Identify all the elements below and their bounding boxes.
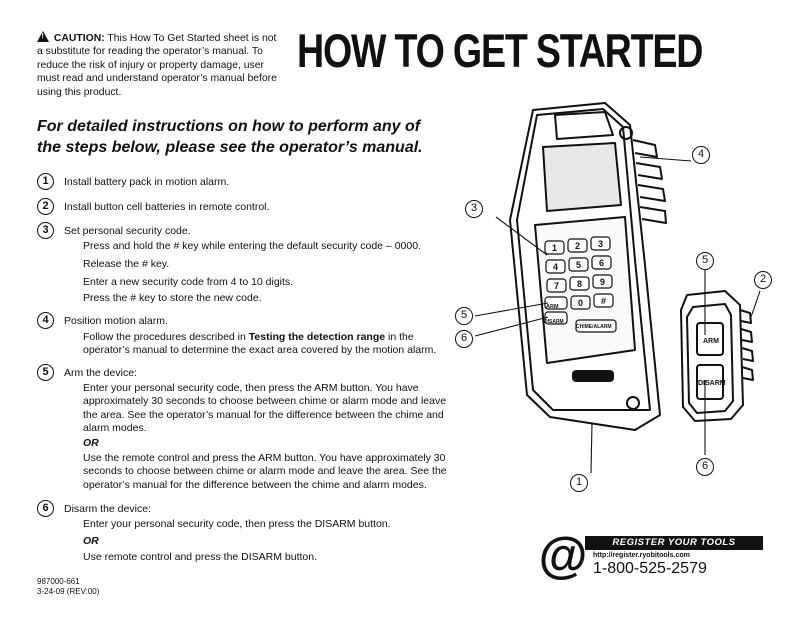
- step-text: Install button cell batteries in remote …: [64, 201, 270, 213]
- callout-5: 5: [455, 307, 473, 325]
- step-text: Position motion alarm.: [64, 315, 168, 327]
- step-text: Set personal security code.: [64, 225, 191, 237]
- keypad-key-label: 7: [554, 281, 559, 291]
- keypad-function-key: [575, 319, 617, 333]
- step-5-or: OR: [83, 437, 99, 449]
- step-6-paragraph: Use remote control and press the DISARM …: [83, 551, 318, 563]
- keypad-key: [592, 274, 613, 289]
- register-url: http://register.ryobitools.com: [593, 552, 690, 559]
- keypad-key: [567, 238, 588, 253]
- keypad-key: [569, 276, 590, 291]
- step-4-detail: Follow the procedures described in Testi…: [83, 331, 455, 358]
- step-5-paragraph: Use the remote control and press the ARM…: [83, 452, 447, 491]
- step-text: Arm the device:: [64, 367, 137, 379]
- step-5-paragraph: Enter your personal security code, then …: [83, 382, 447, 435]
- step-text: Disarm the device:: [64, 503, 151, 515]
- step-3-substep: Press the # key to store the new code.: [83, 292, 262, 304]
- step-number: 6: [37, 500, 54, 517]
- arm-key-label: ARM: [546, 304, 559, 310]
- disarm-key-label: DISARM: [544, 319, 564, 325]
- step-number: 1: [37, 173, 54, 190]
- keypad-key: [568, 257, 589, 272]
- step-6-or: OR: [83, 535, 99, 547]
- keypad-key-label: 0: [578, 298, 583, 308]
- register-label: REGISTER YOUR TOOLS: [585, 536, 763, 550]
- part-number: 987000-661: [37, 577, 80, 586]
- step-number: 3: [37, 222, 54, 239]
- keypad-key-label: 9: [600, 277, 605, 287]
- chime-alarm-key-label: CHIME/ALARM: [576, 324, 612, 330]
- remote-arm-label: ARM: [703, 338, 719, 345]
- keypad-key-label: 1: [552, 243, 557, 253]
- keypad-key-label: 6: [599, 258, 604, 268]
- step-4-detail-bold: Testing the detection range: [248, 331, 386, 343]
- warning-icon: !: [37, 31, 49, 42]
- keypad-key-label: 5: [576, 260, 581, 270]
- step-text: Install battery pack in motion alarm.: [64, 176, 230, 188]
- keypad-key: [590, 236, 611, 251]
- caution-text: This How To Get Started sheet is not a s…: [37, 33, 277, 98]
- at-sign-logo: @: [538, 527, 588, 583]
- callout-6: 6: [455, 330, 473, 348]
- keypad-key-label: 3: [598, 239, 603, 249]
- register-phone: 1-800-525-2579: [593, 560, 707, 577]
- callout-4: 4: [692, 146, 710, 164]
- caution-label: CAUTION:: [53, 33, 105, 44]
- keypad-key-label: #: [601, 296, 606, 306]
- step-number: 5: [37, 364, 54, 381]
- step-3-substep: Enter a new security code from 4 to 10 d…: [83, 276, 294, 288]
- motion-alarm-illustration: 1 2 3 4 5 6 7 8 9 0 # ARM DISARM ARM DISARM CHIME/…: [474, 102, 761, 474]
- page-title: HOW TO GET STARTED: [297, 24, 703, 77]
- callout-1: 1: [570, 474, 588, 492]
- step-number: 2: [37, 198, 54, 215]
- step-6-paragraph: Enter your personal security code, then …: [83, 518, 391, 530]
- step-3-substep: Release the # key.: [83, 258, 170, 270]
- subheading: For detailed instructions on how to perf…: [37, 118, 423, 156]
- callout-3: 3: [465, 200, 483, 218]
- step-4-detail-post: in the operator’s manual to determine th…: [83, 331, 437, 357]
- keypad-key: [544, 240, 565, 255]
- keypad: 1 2 3 4 5 6 7 8 9 0 #: [544, 236, 617, 333]
- keypad-key: [591, 255, 612, 270]
- keypad-key: [545, 259, 566, 274]
- keypad-key: [546, 278, 567, 293]
- keypad-key-label: 8: [577, 279, 582, 289]
- keypad-key-label: 2: [575, 241, 580, 251]
- step-3-substep: Press and hold the # key while entering …: [83, 240, 421, 252]
- callout-6-remote: 6: [696, 458, 714, 476]
- revision-date: 3-24-09 (REV:00): [37, 587, 100, 596]
- step-4-detail-pre: Follow the procedures described in: [83, 331, 249, 343]
- footer: 987000-661 3-24-09 (REV:00): [37, 577, 99, 597]
- callout-5-remote: 5: [696, 252, 714, 270]
- callout-2: 2: [754, 271, 772, 289]
- keypad-key-label: 4: [553, 262, 558, 272]
- keypad-key: [570, 295, 591, 310]
- caution-notice: ! CAUTION: This How To Get Started sheet…: [37, 30, 277, 99]
- step-number: 4: [37, 312, 54, 329]
- register-banner: @ REGISTER YOUR TOOLS http://register.ry…: [537, 530, 767, 582]
- keypad-key: [593, 293, 614, 308]
- remote-disarm-label: DISARM: [698, 380, 726, 387]
